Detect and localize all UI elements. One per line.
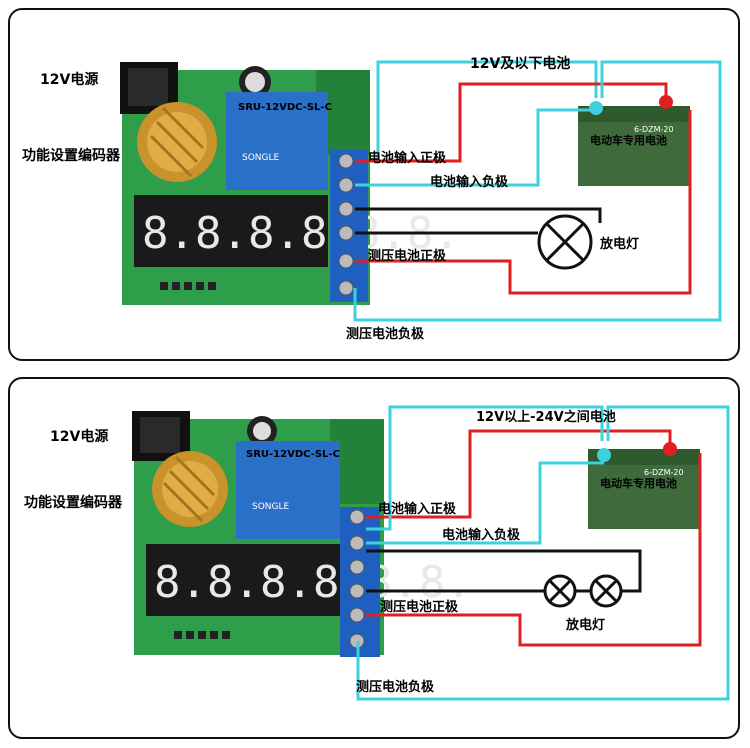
encoder-label: 功能设置编码器 xyxy=(24,494,123,511)
bottom-wiring-panel: SRU-12VDC-SL-C SONGLE 8.8.8.8.8.8. 电动车专用… xyxy=(8,377,740,739)
in-neg-label: 电池输入负极 xyxy=(430,174,509,190)
in-pos-label: 电池输入正极 xyxy=(378,501,457,517)
battery-title: 12V以上-24V之间电池 xyxy=(476,409,616,425)
header-pins xyxy=(174,631,230,639)
meas-neg-label: 测压电池负极 xyxy=(346,326,425,342)
relay-model-text: SRU-12VDC-SL-C xyxy=(246,449,340,460)
meas-pos-label: 测压电池正极 xyxy=(380,599,459,615)
lamp-label: 放电灯 xyxy=(599,236,639,252)
battery-brand-text: 电动车专用电池 xyxy=(590,133,667,147)
battery-pos-terminal xyxy=(663,442,677,456)
top-wiring-svg: SRU-12VDC-SL-C SONGLE 8.8.8.8.8.8. 电动车专用… xyxy=(22,55,722,342)
power-label: 12V电源 xyxy=(40,71,98,88)
relay-model-text: SRU-12VDC-SL-C xyxy=(238,102,332,113)
wires xyxy=(356,405,730,701)
bottom-wiring-svg: SRU-12VDC-SL-C SONGLE 8.8.8.8.8.8. 电动车专用… xyxy=(24,405,730,701)
battery-model-text: 6-DZM-20 xyxy=(634,125,674,134)
lamp-label: 放电灯 xyxy=(565,617,605,633)
led-display xyxy=(134,195,328,267)
battery-neg-terminal xyxy=(589,101,603,115)
led-display xyxy=(146,544,340,616)
encoder-label: 功能设置编码器 xyxy=(22,147,121,164)
relay xyxy=(236,441,340,539)
top-wiring-panel: SRU-12VDC-SL-C SONGLE 8.8.8.8.8.8. 电动车专用… xyxy=(8,8,740,361)
in-pos-label: 电池输入正极 xyxy=(368,150,447,166)
terminal-block xyxy=(330,150,368,302)
terminal-screws xyxy=(338,153,354,296)
display-digits: 8.8.8.8.8.8. xyxy=(154,557,472,608)
relay-brand-text: SONGLE xyxy=(242,153,280,163)
battery-neg-terminal xyxy=(597,448,611,462)
discharge-lamp-2 xyxy=(589,574,623,608)
meas-pos-label: 测压电池正极 xyxy=(368,248,447,264)
power-label: 12V电源 xyxy=(50,428,108,445)
wires xyxy=(353,60,722,322)
battery-title: 12V及以下电池 xyxy=(470,55,570,72)
battery-brand-text: 电动车专用电池 xyxy=(600,476,677,490)
relay xyxy=(226,92,328,190)
discharge-lamp xyxy=(537,214,593,270)
battery-pos-terminal xyxy=(659,95,673,109)
meas-neg-label: 测压电池负极 xyxy=(356,679,435,695)
in-neg-label: 电池输入负极 xyxy=(442,527,521,543)
relay-brand-text: SONGLE xyxy=(252,502,290,512)
terminal-block xyxy=(340,507,380,657)
discharge-lamp-1 xyxy=(543,574,577,608)
battery-model-text: 6-DZM-20 xyxy=(644,468,684,477)
header-pins xyxy=(160,282,216,290)
